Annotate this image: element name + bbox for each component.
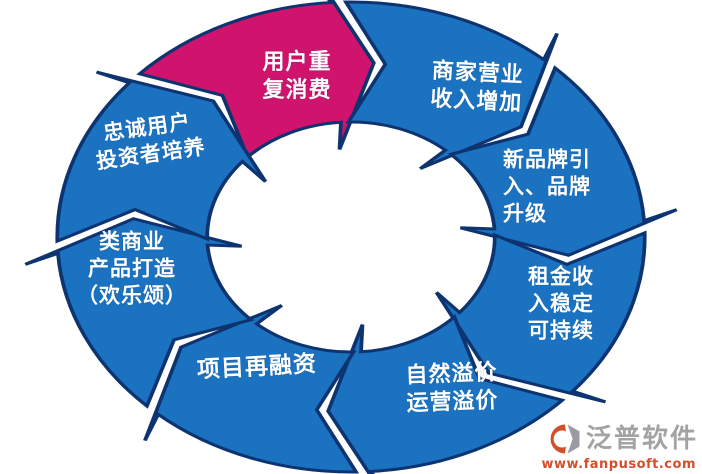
watermark-url: www.fanpusoft.com [541,457,696,472]
fanpu-logo-icon [550,424,580,454]
watermark-brand: 泛普软件 [585,424,698,454]
watermark: 泛普软件 www.fanpusoft.com [528,422,698,472]
